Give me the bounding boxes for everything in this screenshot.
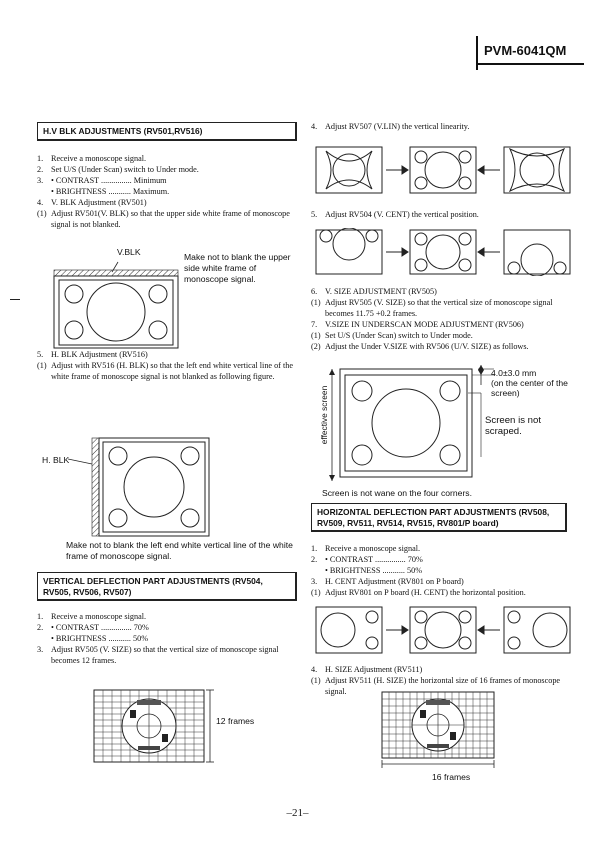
- vlin-figure: [315, 146, 571, 194]
- hblk-note: Make not to blank the left end white ver…: [66, 540, 293, 561]
- hv-blk-steps: 1.Receive a monoscope signal. 2.Set U/S …: [37, 154, 290, 229]
- header-rule: [476, 36, 478, 70]
- hsize-steps: 4.H. SIZE Adjustment (RV511) (1)Adjust R…: [311, 665, 561, 696]
- screen-not-scraped: Screen is not scraped.: [485, 415, 541, 437]
- underscan-caption: Screen is not wane on the four corners.: [322, 488, 472, 498]
- underscan-dim-note: (on the center of the screen): [491, 378, 568, 398]
- page-number: –21–: [286, 807, 309, 819]
- vdef-steps: 1.Receive a monoscope signal. 2.• CONTRA…: [37, 612, 279, 665]
- underscan-dim: 4.0±3.0 mm: [491, 368, 537, 378]
- hdef-steps: 1.Receive a monoscope signal. 2.• CONTRA…: [311, 544, 526, 597]
- hdef-heading: HORIZONTAL DEFLECTION PART ADJUSTMENTS (…: [311, 503, 567, 532]
- hblk-label: H. BLK: [42, 455, 70, 465]
- monoscope-12-frames: [93, 689, 214, 763]
- vblk-figure: [53, 261, 179, 349]
- margin-mark: [10, 299, 20, 300]
- vblk-label: V.BLK: [117, 247, 141, 257]
- header-underline: [476, 63, 584, 65]
- vlin-step: 4.Adjust RV507 (V.LIN) the vertical line…: [311, 122, 470, 131]
- hv-blk-heading: H.V BLK ADJUSTMENTS (RV501,RV516): [37, 122, 297, 141]
- vblk-note: Make not to blank the upper side white f…: [184, 252, 291, 284]
- vcent-step: 5.Adjust RV504 (V. CENT) the vertical po…: [311, 210, 479, 219]
- frames-16-label: 16 frames: [432, 772, 471, 782]
- vdef-heading: VERTICAL DEFLECTION PART ADJUSTMENTS (RV…: [37, 572, 297, 601]
- vcent-figure: [315, 228, 571, 276]
- model-number: PVM-6041QM: [484, 43, 567, 58]
- frames-12-label: 12 frames: [216, 716, 255, 726]
- effective-screen-label: effective screen: [319, 385, 329, 445]
- hblk-pointer: [68, 458, 93, 465]
- vsize-steps: 6.V. SIZE ADJUSTMENT (RV505) (1)Adjust R…: [311, 287, 553, 351]
- hblk-steps: 5.H. BLK Adjustment (RV516) (1)Adjust wi…: [37, 350, 293, 381]
- monoscope-16-frames: [381, 691, 495, 768]
- hcent-figure: [315, 606, 571, 654]
- hblk-figure: [91, 437, 210, 537]
- underscan-figure: [329, 365, 494, 481]
